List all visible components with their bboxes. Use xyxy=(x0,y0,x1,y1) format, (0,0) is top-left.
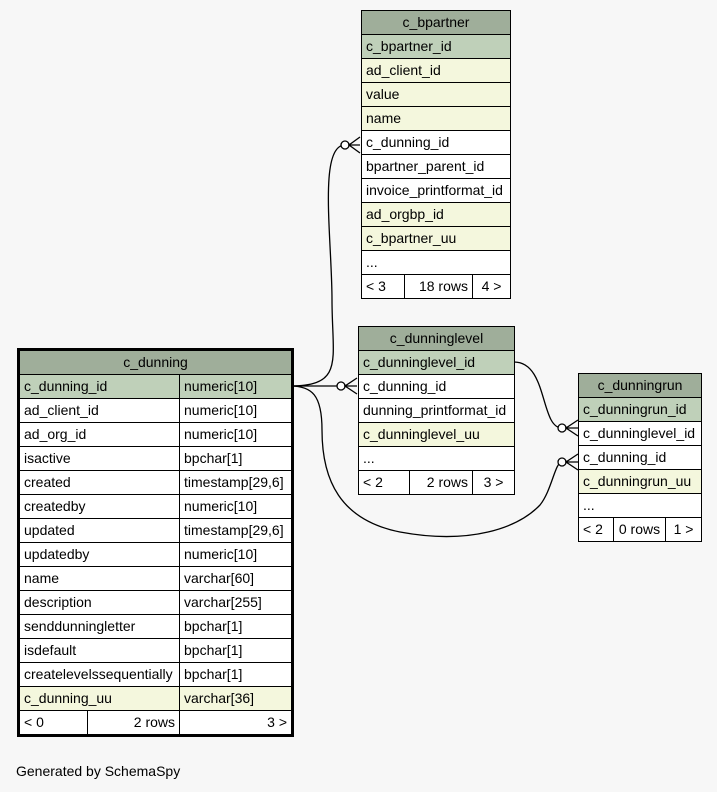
column-type: varchar[36] xyxy=(178,686,294,711)
column-type: numeric[10] xyxy=(178,398,294,423)
column-row[interactable]: value xyxy=(360,82,512,107)
row-count: 18 rows xyxy=(404,274,473,299)
column-row[interactable]: c_bpartner_uu xyxy=(360,226,512,251)
column-row[interactable]: c_dunninglevel_id xyxy=(358,350,515,375)
table-c-dunningrun[interactable]: c_dunningrun c_dunningrun_id c_dunningle… xyxy=(577,373,703,542)
edge-end-circle xyxy=(557,457,567,467)
column-type: numeric[10] xyxy=(178,494,294,519)
crowfoot-marker xyxy=(343,377,358,395)
table-title[interactable]: c_bpartner xyxy=(360,10,512,35)
edge-end-circle xyxy=(336,381,346,391)
column-name[interactable]: c_dunning_uu xyxy=(18,686,180,711)
column-name[interactable]: isdefault xyxy=(18,638,180,663)
column-row[interactable]: invoice_printformat_id xyxy=(360,178,512,203)
column-row-more[interactable]: ... xyxy=(358,446,515,471)
column-row[interactable]: ad_orgbp_id xyxy=(360,202,512,227)
children-link[interactable]: 1 > xyxy=(664,517,703,542)
column-type: bpchar[1] xyxy=(178,662,294,687)
children-link[interactable]: 3 > xyxy=(178,710,294,736)
column-name[interactable]: createlevelssequentially xyxy=(18,662,180,687)
column-type: numeric[10] xyxy=(178,422,294,447)
column-name[interactable]: isactive xyxy=(18,446,180,471)
table-c-dunninglevel[interactable]: c_dunninglevel c_dunninglevel_id c_dunni… xyxy=(358,326,515,495)
column-row[interactable]: c_dunning_id xyxy=(358,374,515,399)
column-name[interactable]: ad_org_id xyxy=(18,422,180,447)
column-name[interactable]: senddunningletter xyxy=(18,614,180,639)
table-title[interactable]: c_dunningrun xyxy=(577,373,703,398)
column-type: varchar[60] xyxy=(178,566,294,591)
column-row[interactable]: c_dunning_id xyxy=(577,445,703,470)
table-title[interactable]: c_dunning xyxy=(17,349,294,375)
parents-link[interactable]: < 2 xyxy=(578,517,614,542)
column-row[interactable]: bpartner_parent_id xyxy=(360,154,512,179)
crowfoot-marker xyxy=(347,136,361,154)
column-row-more[interactable]: ... xyxy=(360,250,512,275)
crowfoot-marker xyxy=(564,419,579,437)
edge-dunninglevel-dunningrun xyxy=(513,361,563,429)
children-link[interactable]: 3 > xyxy=(472,470,515,495)
table-title[interactable]: c_dunninglevel xyxy=(358,326,515,351)
edge-dunning-dunningrun xyxy=(289,385,563,538)
column-row-more[interactable]: ... xyxy=(577,493,703,518)
generator-credit: Generated by SchemaSpy xyxy=(16,763,181,779)
column-row[interactable]: c_bpartner_id xyxy=(360,34,512,59)
column-name[interactable]: created xyxy=(18,470,180,495)
column-name[interactable]: updated xyxy=(18,518,180,543)
parents-link[interactable]: < 0 xyxy=(18,710,88,736)
column-type: bpchar[1] xyxy=(178,638,294,663)
column-type: bpchar[1] xyxy=(178,446,294,471)
column-row[interactable]: c_dunningrun_uu xyxy=(577,469,703,494)
column-type: varchar[255] xyxy=(178,590,294,615)
edge-dunning-bpartner xyxy=(289,144,346,387)
column-type: bpchar[1] xyxy=(178,614,294,639)
column-row[interactable]: dunning_printformat_id xyxy=(358,398,515,423)
column-type: numeric[10] xyxy=(178,542,294,567)
column-row[interactable]: name xyxy=(360,106,512,131)
column-row[interactable]: c_dunninglevel_id xyxy=(577,421,703,446)
row-count: 0 rows xyxy=(613,517,666,542)
column-name[interactable]: ad_client_id xyxy=(18,398,180,423)
column-type: timestamp[29,6] xyxy=(178,470,294,495)
column-type: numeric[10] xyxy=(178,374,294,399)
parents-link[interactable]: < 3 xyxy=(361,274,405,299)
column-type: timestamp[29,6] xyxy=(178,518,294,543)
table-c-bpartner[interactable]: c_bpartner c_bpartner_id ad_client_id va… xyxy=(360,10,512,299)
column-name[interactable]: updatedby xyxy=(18,542,180,567)
column-row[interactable]: c_dunningrun_id xyxy=(577,397,703,422)
column-row[interactable]: c_dunning_id xyxy=(360,130,512,155)
row-count: 2 rows xyxy=(409,470,473,495)
parents-link[interactable]: < 2 xyxy=(358,470,410,495)
column-row[interactable]: c_dunninglevel_uu xyxy=(358,422,515,447)
column-name[interactable]: description xyxy=(18,590,180,615)
column-row[interactable]: ad_client_id xyxy=(360,58,512,83)
edge-end-circle xyxy=(340,140,350,150)
column-name[interactable]: createdby xyxy=(18,494,180,519)
crowfoot-marker xyxy=(564,453,579,471)
children-link[interactable]: 4 > xyxy=(471,274,512,299)
edge-end-circle xyxy=(557,423,567,433)
column-name[interactable]: c_dunning_id xyxy=(18,374,180,399)
row-count: 2 rows xyxy=(87,710,180,736)
column-name[interactable]: name xyxy=(18,566,180,591)
